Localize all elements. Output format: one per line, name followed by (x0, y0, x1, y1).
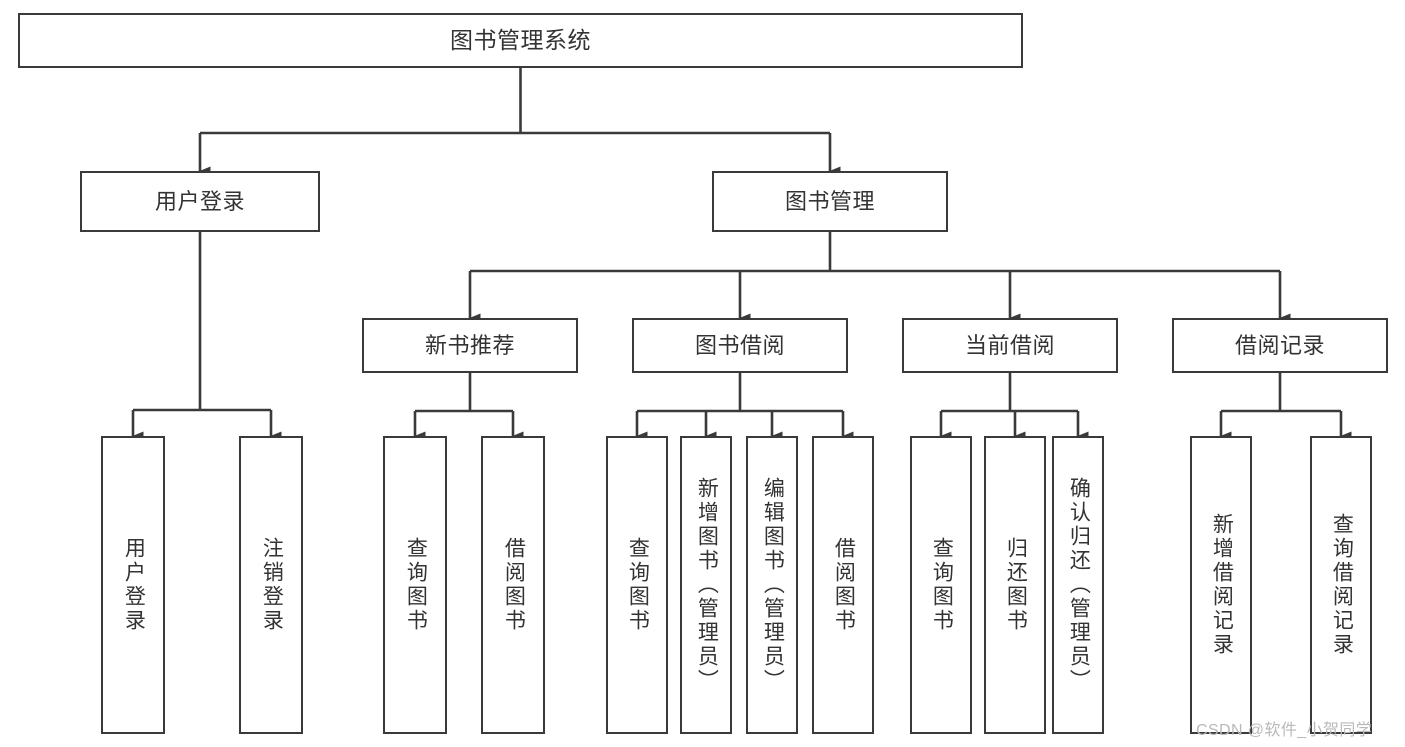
node-label: 新书推荐 (424, 332, 515, 358)
node-book-borrow[interactable]: 图书借阅 (632, 318, 848, 373)
leaf-user-logout[interactable]: 注销登录 (239, 436, 303, 734)
leaf-currentborrow-query-book[interactable]: 查询图书 (910, 436, 972, 734)
leaf-bookborrow-edit-book-admin[interactable]: 编辑图书（管理员） (746, 436, 798, 734)
node-book-management[interactable]: 图书管理 (712, 171, 948, 232)
node-label: 当前借阅 (964, 332, 1055, 358)
node-label: 借阅图书 (832, 537, 856, 633)
node-label: 图书管理系统 (450, 26, 591, 53)
node-label: 注销登录 (260, 537, 284, 633)
node-label: 归还图书 (1004, 537, 1028, 633)
leaf-bookborrow-add-book-admin[interactable]: 新增图书（管理员） (680, 436, 732, 734)
node-label: 新增图书（管理员） (695, 477, 719, 693)
node-label: 编辑图书（管理员） (761, 477, 785, 693)
node-label: 借阅图书 (502, 537, 526, 633)
node-label: 用户登录 (122, 537, 146, 633)
node-borrow-record[interactable]: 借阅记录 (1172, 318, 1388, 373)
node-user-login[interactable]: 用户登录 (80, 171, 320, 232)
leaf-newbook-borrow-book[interactable]: 借阅图书 (481, 436, 545, 734)
node-label: 查询图书 (930, 537, 954, 633)
leaf-borrowrecord-query-record[interactable]: 查询借阅记录 (1310, 436, 1372, 734)
node-label: 新增借阅记录 (1210, 513, 1234, 657)
leaf-user-login[interactable]: 用户登录 (101, 436, 165, 734)
node-label: 图书借阅 (694, 332, 785, 358)
node-label: 查询借阅记录 (1330, 513, 1354, 657)
node-label: 确认归还（管理员） (1067, 477, 1091, 693)
leaf-bookborrow-borrow-book[interactable]: 借阅图书 (812, 436, 874, 734)
node-label: 图书管理 (784, 188, 875, 214)
leaf-newbook-query-book[interactable]: 查询图书 (383, 436, 447, 734)
node-label: 查询图书 (626, 537, 650, 633)
node-label: 用户登录 (154, 188, 245, 214)
leaf-currentborrow-confirm-return-admin[interactable]: 确认归还（管理员） (1052, 436, 1104, 734)
leaf-bookborrow-query-book[interactable]: 查询图书 (606, 436, 668, 734)
node-label: 借阅记录 (1234, 332, 1325, 358)
node-new-book-recommend[interactable]: 新书推荐 (362, 318, 578, 373)
node-current-borrow[interactable]: 当前借阅 (902, 318, 1118, 373)
leaf-borrowrecord-add-record[interactable]: 新增借阅记录 (1190, 436, 1252, 734)
leaf-currentborrow-return-book[interactable]: 归还图书 (984, 436, 1046, 734)
node-root-system[interactable]: 图书管理系统 (18, 13, 1023, 68)
node-label: 查询图书 (404, 537, 428, 633)
